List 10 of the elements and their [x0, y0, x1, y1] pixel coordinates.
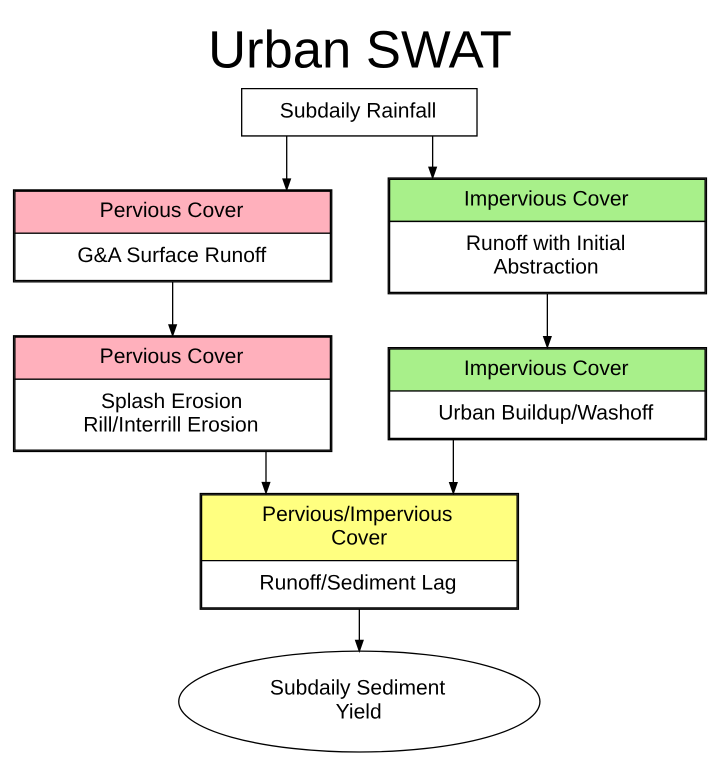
arrow — [448, 440, 458, 496]
arrow — [168, 282, 178, 338]
arrow — [282, 136, 292, 192]
arrow — [428, 136, 438, 180]
arrow — [542, 294, 552, 350]
diagram-title: Urban SWAT — [208, 20, 512, 80]
arrow — [354, 609, 364, 653]
node-ellipse: Subdaily Sediment Yield — [178, 650, 541, 753]
arrow — [261, 452, 271, 496]
node-box: Subdaily Rainfall — [241, 88, 478, 137]
